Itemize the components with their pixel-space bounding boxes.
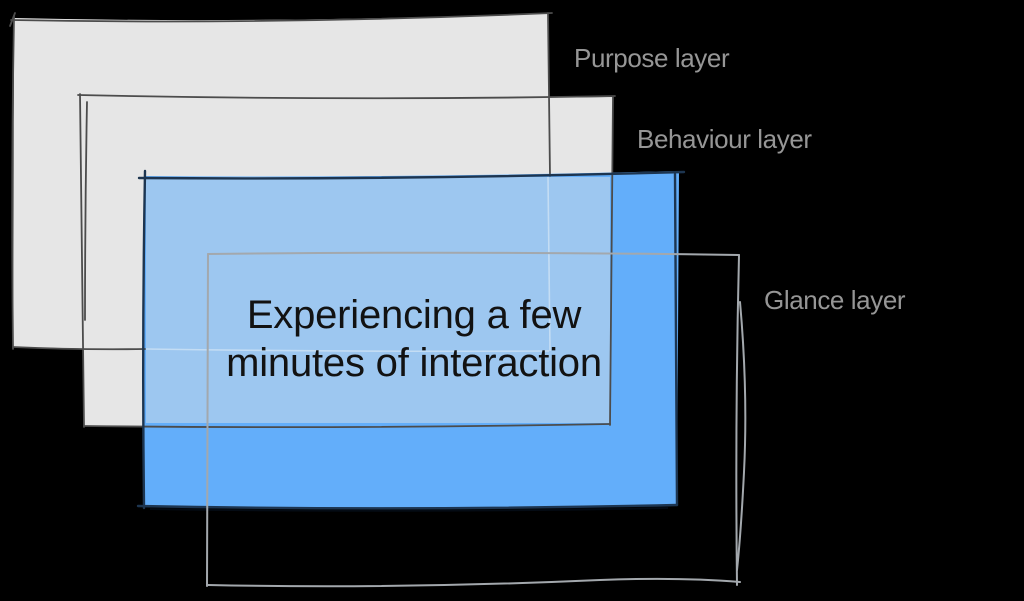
- behaviour-layer-outline: [77, 93, 616, 429]
- behaviour-layer-label: Behaviour layer: [637, 124, 812, 154]
- glance-card-outline: [136, 169, 686, 510]
- glance-layer-outline: [206, 251, 747, 588]
- purpose-layer-label: Purpose layer: [574, 43, 730, 73]
- glance-layer-label: Glance layer: [764, 285, 906, 315]
- glance-card-bottom-shadow: [149, 507, 669, 512]
- glance-card-text-line1: Experiencing a few: [246, 293, 582, 337]
- purpose-layer-outline: [9, 12, 553, 351]
- purpose-layer-ghost-bottom-edge: [145, 348, 550, 353]
- glance-card-text: Experiencing a few minutes of interactio…: [152, 291, 676, 387]
- glance-card-text-line2: minutes of interaction: [226, 341, 602, 385]
- glance-card-overlap-region: [146, 177, 610, 423]
- purpose-layer-ghost-right-edge: [547, 176, 551, 352]
